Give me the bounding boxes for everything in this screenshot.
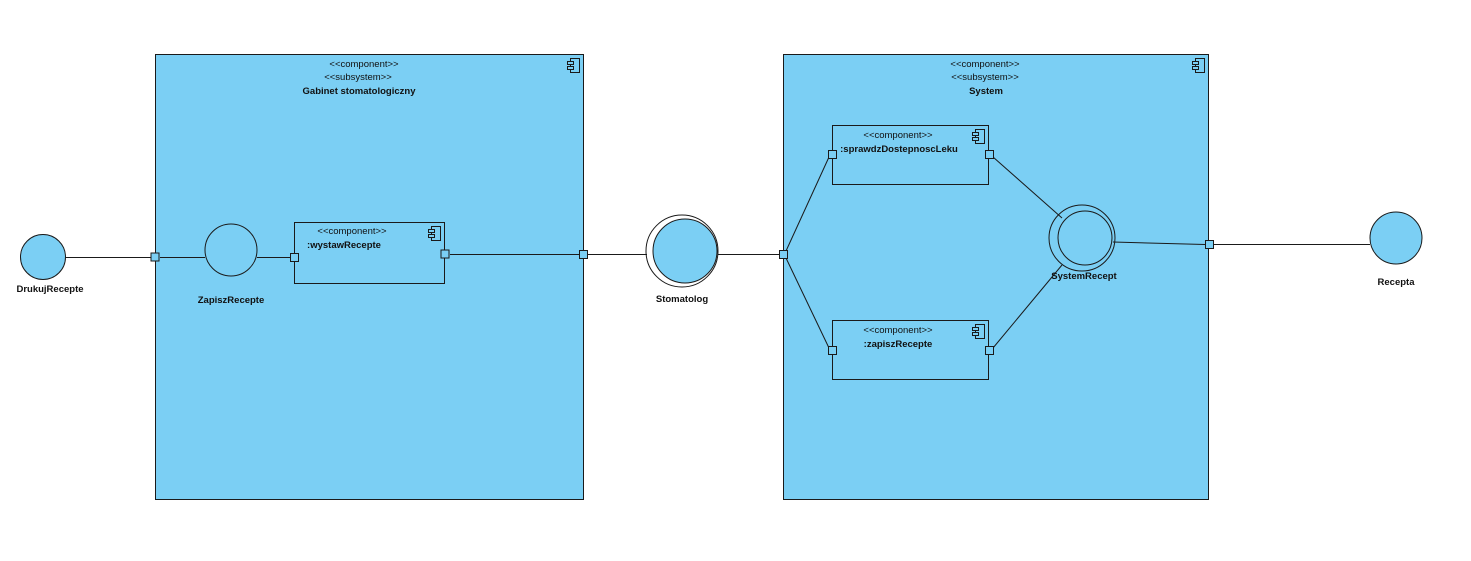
port-system-right[interactable]: [1205, 240, 1214, 249]
component-zapisz-title: :zapiszRecepte: [864, 339, 933, 350]
subsystem-system[interactable]: <<component>> <<subsystem>> System: [783, 54, 1209, 500]
component-zapisz-stereotype: <<component>>: [863, 325, 933, 336]
subsystem-system-stereotype-component: <<component>>: [950, 59, 1020, 70]
component-icon: [428, 226, 441, 241]
interface-drukuj-circle: [20, 234, 66, 280]
ports: [150, 150, 1214, 355]
interface-stomatolog-ring: [645, 214, 719, 288]
port-zapisz-right[interactable]: [985, 346, 994, 355]
interface-zapisz-recepte[interactable]: ZapiszRecepte: [198, 223, 265, 306]
subsystem-gabinet-stereotype-component: <<component>>: [329, 59, 399, 70]
connector-system-zapisz: [785, 257, 830, 349]
component-icon: [1192, 58, 1205, 73]
interface-drukuj-label: DrukujRecepte: [16, 284, 83, 295]
subsystem-system-stereotype-subsystem: <<subsystem>>: [951, 72, 1019, 83]
interface-drukuj-recepte[interactable]: DrukujRecepte: [16, 234, 84, 296]
component-sprawdz-stereotype: <<component>>: [863, 130, 933, 141]
connector-sprawdz-systemrecept: [992, 156, 1063, 219]
connector-system-sprawdz: [785, 156, 830, 252]
interface-systemrecept-ring: [1048, 204, 1116, 272]
interface-stomatolog-circle: [652, 218, 718, 284]
component-icon: [972, 324, 985, 339]
port-sprawdz-right[interactable]: [985, 150, 994, 159]
interface-systemrecept-circle: [1057, 210, 1113, 266]
interface-systemrecept-label: SystemRecept: [1051, 271, 1117, 282]
component-wystaw-stereotype: <<component>>: [317, 226, 387, 237]
port-gabinet-right[interactable]: [579, 250, 588, 259]
interface-recepta-label: Recepta: [1378, 277, 1416, 288]
interface-recepta-circle: [1369, 211, 1423, 265]
interface-zapisz-circle: [204, 223, 258, 277]
component-icon: [972, 129, 985, 144]
port-wystaw-left[interactable]: [290, 253, 299, 262]
component-wystaw-title: :wystawRecepte: [307, 240, 381, 251]
subsystem-gabinet-stereotype-subsystem: <<subsystem>>: [324, 72, 392, 83]
component-sprawdz-title: :sprawdzDostepnoscLeku: [840, 144, 958, 155]
port-wystaw-right[interactable]: [440, 249, 450, 259]
connector-systemrecept-port: [1112, 241, 1206, 245]
subsystem-gabinet-title: Gabinet stomatologiczny: [303, 86, 417, 97]
subsystem-gabinet[interactable]: <<component>> <<subsystem>> Gabinet stom…: [155, 54, 584, 500]
interface-zapisz-label: ZapiszRecepte: [198, 295, 265, 306]
connector-zapisz-systemrecept: [992, 264, 1063, 349]
interface-system-recept[interactable]: SystemRecept: [1048, 204, 1118, 282]
port-gabinet-left[interactable]: [150, 252, 160, 262]
interface-recepta[interactable]: Recepta: [1369, 211, 1423, 288]
port-system-left[interactable]: [779, 250, 788, 259]
component-icon: [567, 58, 580, 73]
port-zapisz-left[interactable]: [828, 346, 837, 355]
port-sprawdz-left[interactable]: [828, 150, 837, 159]
connectors: [65, 156, 1370, 349]
subsystem-system-title: System: [969, 86, 1003, 97]
interface-stomatolog[interactable]: Stomatolog: [645, 214, 719, 305]
interface-stomatolog-label: Stomatolog: [656, 294, 708, 305]
